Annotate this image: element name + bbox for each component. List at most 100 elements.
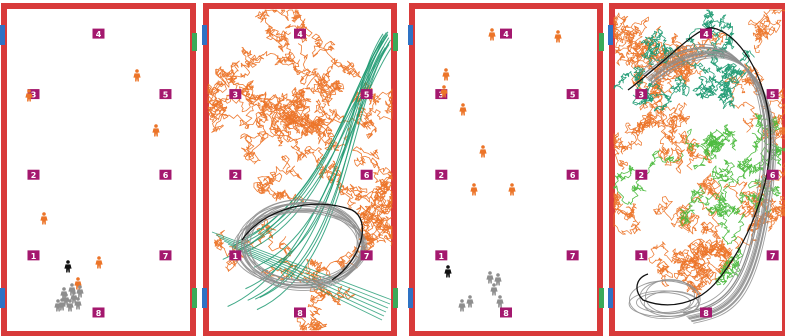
person-icon (554, 30, 562, 43)
station-2: 2 (27, 169, 40, 180)
side-marker-green (393, 33, 398, 51)
trace-orange (272, 116, 352, 151)
trace-gray (642, 46, 766, 314)
station-box-icon (766, 89, 779, 100)
station-4: 4 (92, 28, 105, 39)
station-box-icon (360, 169, 373, 180)
station-label: 2 (31, 171, 37, 180)
trace-gray (643, 48, 767, 315)
station-2: 2 (635, 169, 648, 180)
trace-green-light (736, 146, 785, 177)
person-icon (40, 212, 48, 225)
trace-green-dark (227, 243, 385, 317)
trace-black (241, 203, 363, 281)
person-icon (442, 68, 450, 81)
trace-gray (243, 202, 363, 288)
station-box-icon (700, 28, 712, 39)
trace-orange (254, 87, 310, 127)
trace-green-dark (231, 246, 383, 321)
station-box-icon (700, 307, 712, 318)
station-4: 4 (294, 28, 306, 39)
station-3: 3 (635, 89, 648, 100)
trace-orange (304, 33, 362, 94)
side-marker-blue (202, 25, 207, 45)
station-label: 6 (570, 171, 576, 180)
station-5: 5 (360, 89, 373, 100)
side-marker-green (192, 33, 197, 51)
station-label: 3 (31, 91, 37, 100)
person-icon (496, 295, 504, 308)
side-marker-blue (0, 25, 5, 45)
trace-green-light (715, 247, 744, 286)
side-marker-green (192, 288, 197, 308)
trace-green-dark (245, 44, 390, 290)
station-box-icon (435, 250, 448, 261)
person-icon (508, 183, 516, 196)
station-8: 8 (294, 307, 306, 318)
station-label: 1 (233, 252, 239, 261)
station-label: 6 (364, 171, 370, 180)
trace-orange (207, 60, 250, 107)
station-label: 4 (297, 30, 303, 39)
person-icon (152, 124, 160, 137)
station-label: 1 (31, 252, 37, 261)
station-box-icon (159, 89, 172, 100)
trace-gray (235, 203, 364, 289)
station-box-icon (92, 28, 105, 39)
station-label: 8 (297, 309, 303, 318)
station-box-icon (159, 169, 172, 180)
person-icon (133, 69, 141, 82)
trace-orange (613, 12, 668, 75)
trace-orange (677, 231, 733, 276)
station-1: 1 (27, 250, 40, 261)
trace-green-light (679, 185, 739, 227)
station-3: 3 (435, 89, 448, 100)
trace-orange (748, 9, 785, 53)
trace-green-light (705, 202, 745, 245)
station-label: 4 (703, 30, 709, 39)
station-7: 7 (159, 250, 172, 261)
station-5: 5 (766, 89, 779, 100)
person-icon (54, 299, 62, 312)
station-label: 5 (770, 91, 776, 100)
station-box-icon (229, 169, 242, 180)
trace-green-dark (713, 73, 740, 110)
trace-gray (628, 280, 701, 320)
trace-gray (646, 50, 770, 317)
trace-gray (245, 210, 366, 282)
station-6: 6 (766, 169, 779, 180)
person-icon (458, 299, 466, 312)
trace-green-dark (222, 47, 386, 260)
station-box-icon (635, 89, 648, 100)
station-5: 5 (159, 89, 172, 100)
station-box-icon (500, 28, 512, 39)
station-box-icon (360, 89, 373, 100)
station-label: 3 (639, 91, 645, 100)
station-label: 7 (570, 252, 576, 261)
side-marker-blue (202, 288, 207, 308)
station-label: 5 (570, 91, 576, 100)
side-marker-blue (608, 288, 613, 308)
station-box-icon (27, 250, 40, 261)
trace-green-dark (215, 234, 391, 305)
trace-gray (639, 44, 763, 311)
trace-orange (613, 191, 641, 235)
person-icon (444, 265, 452, 278)
side-marker-green (599, 288, 604, 308)
station-label: 7 (163, 252, 169, 261)
trace-orange (296, 286, 356, 331)
station-1: 1 (635, 250, 648, 261)
person-icon (494, 273, 502, 286)
station-label: 1 (639, 252, 645, 261)
trace-green-dark (632, 75, 690, 106)
person-icon (488, 28, 496, 41)
station-box-icon (566, 169, 579, 180)
trace-orange (271, 99, 344, 136)
station-box-icon (635, 169, 648, 180)
station-box-icon (294, 307, 306, 318)
panel-divider (197, 0, 199, 336)
station-box-icon (566, 89, 579, 100)
station-2: 2 (229, 169, 242, 180)
